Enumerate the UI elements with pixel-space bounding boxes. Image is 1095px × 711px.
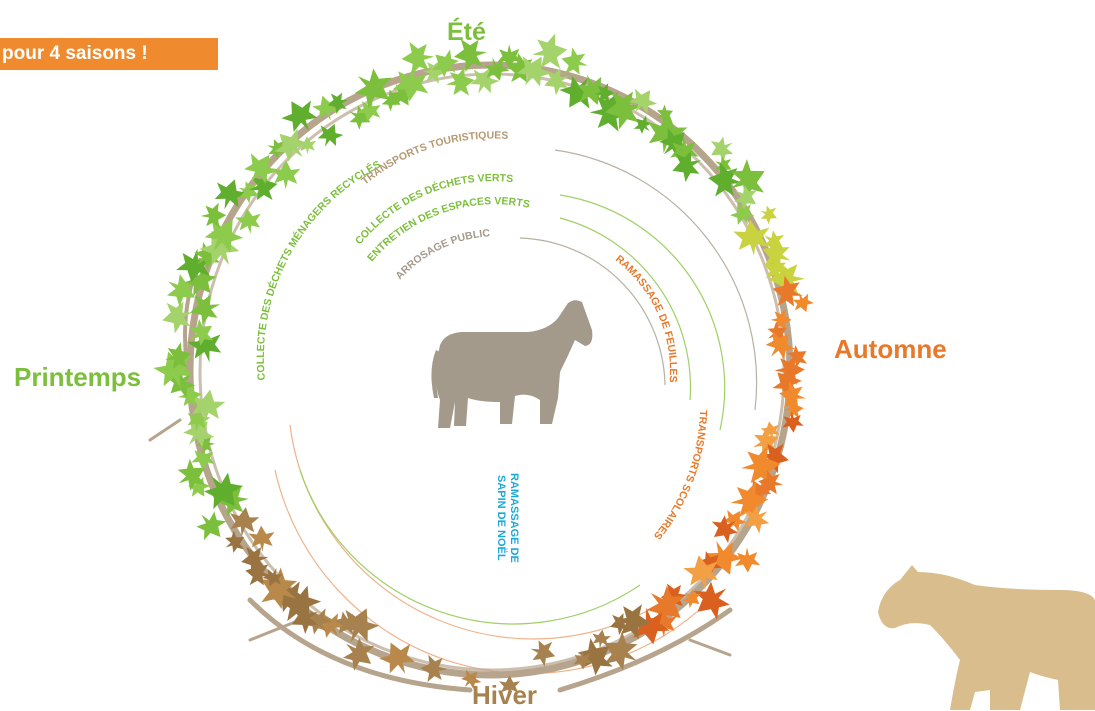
label-feuilles: RAMASSAGE DE FEUILLES: [613, 253, 679, 383]
season-autumn: Automne: [834, 334, 947, 365]
seasons-banner: pour 4 saisons !: [0, 38, 218, 70]
season-spring: Printemps: [14, 362, 141, 393]
label-arrosage: ARROSAGE PUBLIC: [393, 227, 490, 282]
horse-icon: [431, 300, 592, 428]
label-menagers: COLLECTE DES DÉCHETS MÉNAGERS RECYCLÉS: [255, 159, 383, 381]
leaf-icon: [757, 202, 781, 226]
season-summer: Été: [447, 18, 486, 47]
branch-icon: [690, 640, 730, 655]
leaf-icon: [734, 547, 760, 573]
christmas-tree-pickup-label: RAMASSAGE DE SAPIN DE NOËL: [482, 455, 520, 580]
horse-silhouette-icon: [878, 565, 1095, 710]
season-winter: Hiver: [472, 680, 537, 711]
branch-icon: [150, 420, 180, 440]
label-scolaires: TRANSPORTS SCOLAIRES: [651, 410, 709, 542]
arc-menagers-bottom: [300, 470, 640, 624]
